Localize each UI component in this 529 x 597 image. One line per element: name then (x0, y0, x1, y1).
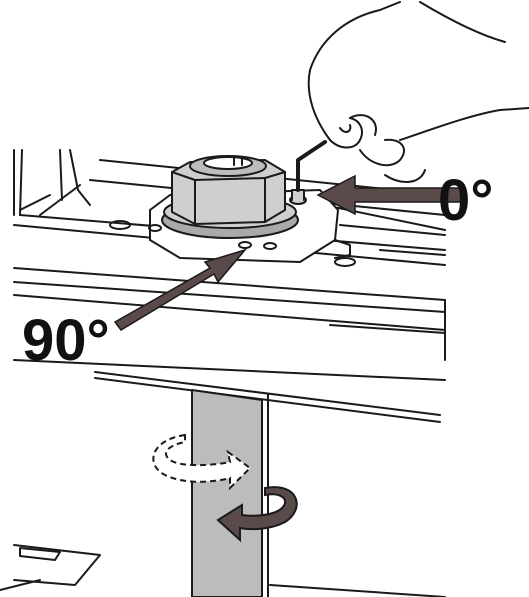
crossbeam (13, 267, 446, 423)
angle-label-0: 0° (438, 168, 494, 233)
angle-label-90: 90° (22, 308, 110, 373)
dashed-rotation-arrow-icon (152, 433, 252, 491)
pointer-arrow-0deg (316, 174, 466, 216)
pointer-arrow-90deg (113, 248, 248, 331)
solid-rotation-arrow-icon (216, 486, 298, 543)
hex-nut (161, 155, 299, 239)
allen-key (289, 140, 327, 205)
lower-bracket (0, 544, 446, 597)
hand (307, 1, 529, 183)
shaft (191, 389, 269, 597)
